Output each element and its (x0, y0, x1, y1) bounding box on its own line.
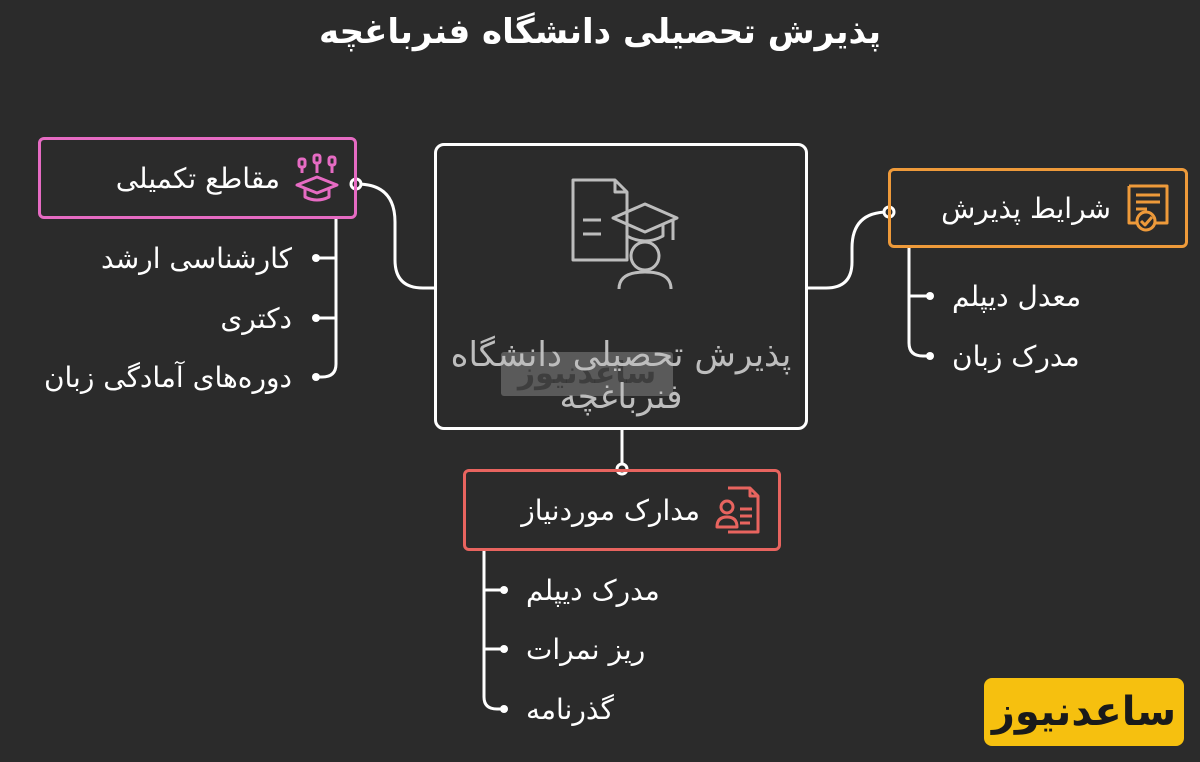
branch-label-required-documents: مدارک موردنیاز (521, 493, 700, 527)
id-document-icon (714, 485, 764, 535)
branch-required-documents: مدارک موردنیاز (463, 469, 781, 551)
graduation-cap-chart-icon (294, 153, 340, 203)
bracket-right (907, 248, 930, 358)
list-item-diploma-gpa: معدل دیپلم (952, 280, 1082, 313)
bracket-bottom (482, 551, 504, 711)
connector-right (808, 210, 889, 290)
branch-advanced-degrees: مقاطع تکمیلی (38, 137, 357, 219)
brand-logo: ساعدنیوز (984, 678, 1184, 746)
list-item-diploma-document: مدرک دیپلم (526, 574, 660, 607)
list-item-passport: گذرنامه (526, 693, 614, 726)
bracket-left (316, 219, 338, 379)
branch-admission-conditions: شرایط پذیرش (888, 168, 1188, 248)
diagram-title: پذیرش تحصیلی دانشگاه فنرباغچه (319, 12, 881, 52)
list-item-phd: دکتری (220, 302, 292, 335)
list-item-language-certificate: مدرک زبان (952, 340, 1080, 373)
center-label: پذیرش تحصیلی دانشگاه فنرباغچه (450, 335, 792, 417)
list-item-language-prep: دوره‌های آمادگی زبان (43, 361, 292, 394)
list-item-masters: کارشناسی ارشد (101, 242, 292, 275)
branch-label-admission-conditions: شرایط پذیرش (941, 191, 1111, 225)
certificate-icon (1125, 183, 1171, 233)
watermark: ساعدنیوز (501, 352, 673, 396)
list-item-transcript: ریز نمرات (526, 633, 646, 666)
document-graduate-icon (565, 174, 680, 293)
connector-left (356, 182, 434, 290)
center-node: ساعدنیوز پذیرش تحصیلی دانشگاه فنرباغچه (434, 143, 808, 430)
branch-label-advanced-degrees: مقاطع تکمیلی (115, 161, 280, 195)
